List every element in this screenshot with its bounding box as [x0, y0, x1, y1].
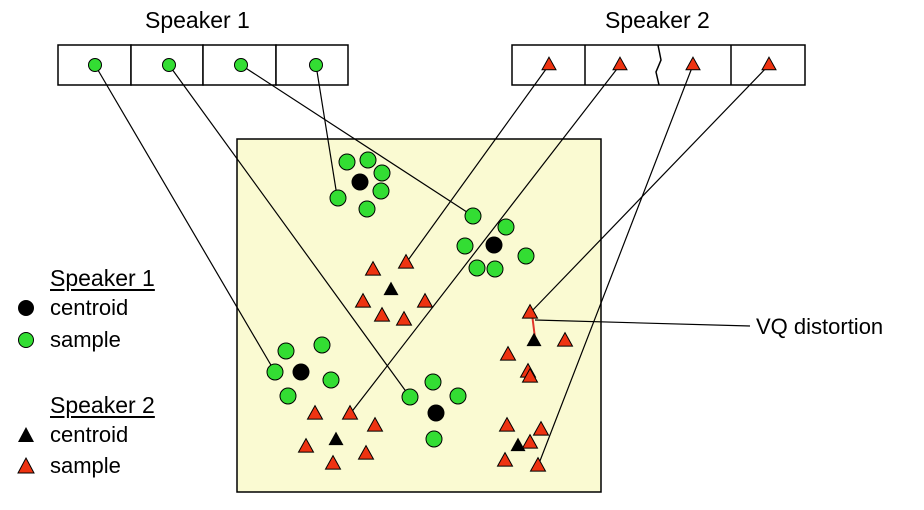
speaker1-sample — [313, 336, 331, 354]
speaker2-sample — [532, 420, 550, 436]
speaker2-sample — [498, 416, 516, 432]
speaker2-sample — [364, 260, 382, 276]
codebook-sample-triangle — [761, 56, 777, 71]
speaker1-centroid — [485, 236, 503, 254]
speaker2-sample — [373, 306, 391, 322]
speaker2-centroid — [526, 332, 542, 347]
codebook-sample-triangle — [685, 56, 701, 71]
speaker2-sample — [357, 444, 375, 460]
speaker1-sample — [517, 247, 535, 265]
speaker1-sample — [468, 259, 486, 277]
speaker2-sample — [499, 345, 517, 361]
speaker1-sample — [456, 237, 474, 255]
speaker1-sample — [279, 387, 297, 405]
legend-speaker1-sample-label: sample — [50, 327, 121, 352]
legend-speaker1-centroid-icon — [18, 300, 34, 316]
speaker2-sample — [306, 404, 324, 420]
legend-speaker2-heading: Speaker 2 — [50, 392, 155, 418]
speaker2-centroid — [510, 437, 526, 452]
speaker2-title: Speaker 2 — [605, 7, 710, 33]
speaker1-sample — [266, 363, 284, 381]
speaker1-sample — [358, 200, 376, 218]
speaker2-sample — [416, 292, 434, 308]
speaker2-sample — [521, 433, 539, 449]
speaker1-sample — [373, 164, 391, 182]
legend-speaker1-centroid-label: centroid — [50, 295, 129, 320]
speaker1-sample — [486, 260, 504, 278]
speaker1-sample — [425, 430, 443, 448]
speaker1-centroid — [292, 363, 310, 381]
speaker1-sample — [372, 182, 390, 200]
legend-speaker1-sample-icon — [18, 332, 34, 348]
speaker2-centroid — [328, 431, 344, 446]
legend-speaker1-heading: Speaker 1 — [50, 265, 155, 291]
legend-speaker2-sample-label: sample — [50, 453, 121, 478]
speaker2-codebook — [511, 44, 806, 86]
codebook-sample-circle — [234, 58, 248, 72]
speaker2-sample — [521, 367, 539, 383]
speaker2-sample — [496, 451, 514, 467]
legend-speaker2-sample-icon — [17, 456, 35, 474]
speaker2-sample — [556, 331, 574, 347]
legend-speaker2-centroid-icon — [18, 427, 34, 442]
speaker1-title: Speaker 1 — [145, 7, 250, 33]
speaker1-sample — [329, 189, 347, 207]
speaker2-sample — [397, 253, 415, 269]
codebook-sample-triangle — [612, 56, 628, 71]
codebook-sample-circle — [88, 58, 102, 72]
feature-space-panel — [236, 138, 602, 493]
vq-distortion-label: VQ distortion — [756, 314, 884, 339]
speaker1-centroid — [351, 173, 369, 191]
speaker2-sample — [395, 310, 413, 326]
speaker1-sample — [424, 373, 442, 391]
speaker1-sample — [359, 151, 377, 169]
speaker1-centroid — [427, 404, 445, 422]
speaker1-sample — [449, 387, 467, 405]
codebook-sample-circle — [162, 58, 176, 72]
codebook-sample-circle — [309, 58, 323, 72]
codebook-sample-triangle — [541, 56, 557, 71]
speaker2-sample — [341, 404, 359, 420]
speaker2-sample — [521, 303, 539, 319]
connector-lines — [94, 64, 770, 467]
speaker2-sample — [354, 292, 372, 308]
legend-speaker2-centroid-label: centroid — [50, 422, 129, 447]
speaker2-sample — [529, 456, 547, 472]
speaker1-sample — [497, 218, 515, 236]
speaker1-sample — [322, 371, 340, 389]
speaker2-sample — [297, 437, 315, 453]
speaker1-sample — [464, 207, 482, 225]
speaker1-sample — [401, 388, 419, 406]
speaker2-sample — [324, 454, 342, 470]
speaker1-sample — [277, 342, 295, 360]
speaker2-centroid — [383, 281, 399, 296]
speaker1-sample — [338, 153, 356, 171]
speaker2-sample — [366, 416, 384, 432]
